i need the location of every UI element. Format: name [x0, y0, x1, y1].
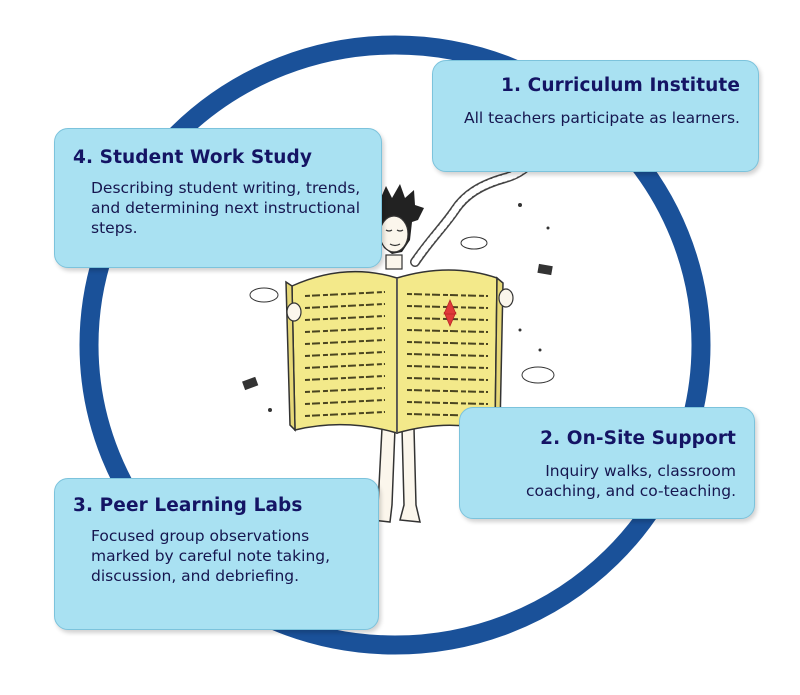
step-title: 4. Student Work Study — [73, 147, 312, 168]
step-student-work-study: 4. Student Work Study Describing student… — [54, 128, 382, 268]
right-hand — [498, 288, 514, 308]
step-title: 3. Peer Learning Labs — [73, 495, 303, 516]
cycle-ring — [79, 35, 711, 655]
step-peer-learning-labs: 3. Peer Learning Labs Focused group obse… — [54, 478, 379, 630]
step-description: Inquiry walks, classroom coaching, and c… — [526, 462, 736, 500]
step-title: 1. Curriculum Institute — [501, 75, 740, 96]
legs — [370, 427, 421, 523]
left-hand — [286, 302, 302, 322]
reader-illustration — [242, 138, 555, 527]
doodle-clouds — [249, 236, 555, 384]
step-description: Describing student writing, trends, and … — [91, 179, 361, 237]
step-description: Focused group observations marked by car… — [91, 527, 331, 585]
step-curriculum-institute: 1. Curriculum Institute All teachers par… — [432, 60, 759, 172]
step-on-site-support: 2. On-Site Support Inquiry walks, classr… — [459, 407, 755, 519]
step-title: 2. On-Site Support — [540, 428, 736, 449]
open-book — [285, 269, 504, 434]
book-scribbles — [304, 291, 489, 417]
heart-icon — [443, 298, 457, 328]
step-description: All teachers participate as learners. — [464, 109, 740, 127]
